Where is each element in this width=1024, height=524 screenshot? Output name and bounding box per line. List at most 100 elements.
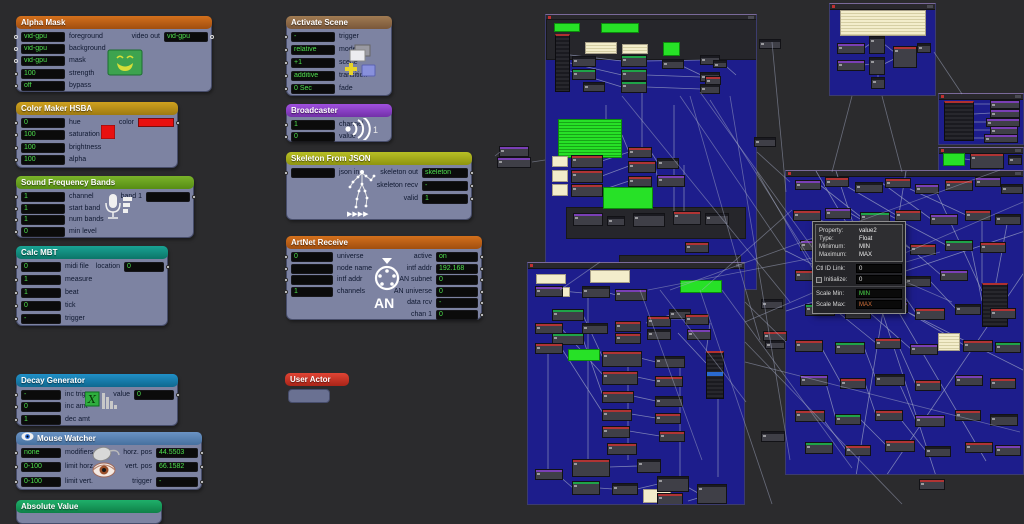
output-port[interactable] [176, 121, 180, 125]
patch-node[interactable] [985, 135, 1017, 142]
input-value-box[interactable] [291, 275, 333, 285]
patch-node[interactable] [760, 40, 780, 48]
patch-node[interactable] [966, 443, 992, 452]
patch-node[interactable] [876, 375, 904, 385]
input-port[interactable] [14, 35, 18, 39]
patch-window[interactable] [938, 93, 1024, 145]
output-port[interactable] [200, 479, 204, 484]
patch-node[interactable] [838, 44, 864, 53]
input-port[interactable] [284, 87, 288, 91]
comment-note[interactable] [938, 333, 960, 351]
patch-node[interactable] [806, 443, 832, 453]
input-value-box[interactable]: off [21, 80, 65, 91]
patch-node[interactable] [918, 44, 930, 52]
patch-node[interactable] [991, 101, 1019, 108]
input-value-box[interactable]: 1 [21, 275, 61, 285]
patch-node[interactable] [926, 447, 950, 456]
patch-node[interactable] [603, 427, 629, 437]
list-node[interactable] [982, 283, 1008, 327]
output-port[interactable] [470, 184, 474, 188]
patch-node[interactable] [991, 309, 1015, 318]
patch-node[interactable] [663, 60, 683, 68]
patch-node[interactable] [536, 287, 562, 296]
patch-node[interactable] [941, 271, 967, 280]
input-port[interactable] [14, 59, 18, 64]
patch-node[interactable] [916, 309, 944, 319]
patch-node[interactable] [629, 177, 651, 186]
patch-node[interactable] [991, 379, 1015, 388]
patch-node[interactable] [622, 56, 646, 66]
patch-node[interactable] [536, 324, 562, 333]
patch-node[interactable] [886, 179, 910, 187]
patch-node[interactable] [762, 300, 782, 308]
patch-node[interactable] [583, 324, 607, 333]
input-port[interactable] [14, 145, 18, 150]
input-port[interactable] [284, 74, 288, 78]
input-value-box[interactable]: relative [291, 45, 335, 55]
patch-node[interactable] [638, 460, 660, 472]
patch-node[interactable] [794, 211, 820, 220]
input-port[interactable] [14, 195, 18, 199]
input-value-box[interactable]: 0 [291, 131, 335, 142]
input-value-box[interactable]: 0 [21, 227, 65, 238]
patch-node[interactable] [764, 332, 786, 340]
input-port[interactable] [14, 451, 18, 455]
initialize-checkbox[interactable] [816, 276, 822, 283]
output-port[interactable] [480, 301, 484, 305]
input-port[interactable] [14, 83, 18, 88]
actor-header[interactable]: User Actor [285, 373, 349, 386]
patch-node[interactable] [674, 212, 700, 224]
patch-node[interactable] [572, 171, 602, 182]
comment-note[interactable] [568, 349, 600, 361]
comment-note[interactable] [554, 23, 580, 32]
output-value-box[interactable]: 1 [422, 194, 468, 204]
patch-node[interactable] [801, 376, 827, 385]
input-value-box[interactable]: - [21, 390, 61, 400]
input-port[interactable] [284, 123, 288, 127]
patch-node[interactable] [956, 376, 982, 385]
patch-node[interactable] [841, 379, 865, 388]
input-value-box[interactable]: 100 [21, 142, 65, 153]
patch-node[interactable] [656, 414, 680, 423]
patch-node[interactable] [996, 215, 1020, 224]
output-value-box[interactable]: 0 [124, 262, 164, 272]
input-value-box[interactable] [291, 168, 335, 178]
output-value-box[interactable] [146, 192, 190, 202]
comment-note[interactable] [622, 44, 648, 54]
output-port[interactable] [210, 35, 214, 39]
patch-node[interactable] [916, 185, 938, 193]
input-port[interactable] [14, 417, 18, 422]
output-port[interactable] [480, 289, 484, 294]
patch-node[interactable] [762, 432, 784, 441]
output-port[interactable] [480, 312, 484, 317]
patch-node[interactable] [931, 215, 957, 224]
output-port[interactable] [166, 265, 170, 269]
input-port[interactable] [284, 266, 288, 271]
patch-node[interactable] [658, 176, 684, 186]
input-value-box[interactable]: 0 [291, 252, 333, 262]
patch-node[interactable] [686, 243, 708, 252]
patch-node[interactable] [976, 178, 1000, 186]
patch-node[interactable] [991, 110, 1019, 117]
output-value-box[interactable]: 0 [436, 309, 478, 320]
input-port[interactable] [14, 158, 18, 163]
input-port[interactable] [14, 121, 18, 125]
input-port[interactable] [14, 47, 18, 52]
actor-header[interactable]: Decay Generator [16, 374, 178, 387]
patch-node[interactable] [870, 58, 884, 74]
patch-node[interactable] [616, 290, 646, 300]
input-value-box[interactable]: 1 [21, 414, 61, 425]
input-value-box[interactable]: 0 [21, 402, 61, 413]
input-port[interactable] [14, 230, 18, 235]
patch-node[interactable] [500, 147, 528, 156]
patch-node[interactable] [603, 392, 633, 402]
patch-node[interactable] [553, 310, 583, 320]
comment-note[interactable] [943, 153, 965, 166]
actor-header[interactable]: Calc MBT [16, 246, 168, 259]
input-value-box[interactable]: 1 [291, 286, 333, 297]
patch-node[interactable] [574, 214, 602, 225]
patch-node[interactable] [658, 159, 678, 168]
patch-node[interactable] [846, 446, 870, 455]
